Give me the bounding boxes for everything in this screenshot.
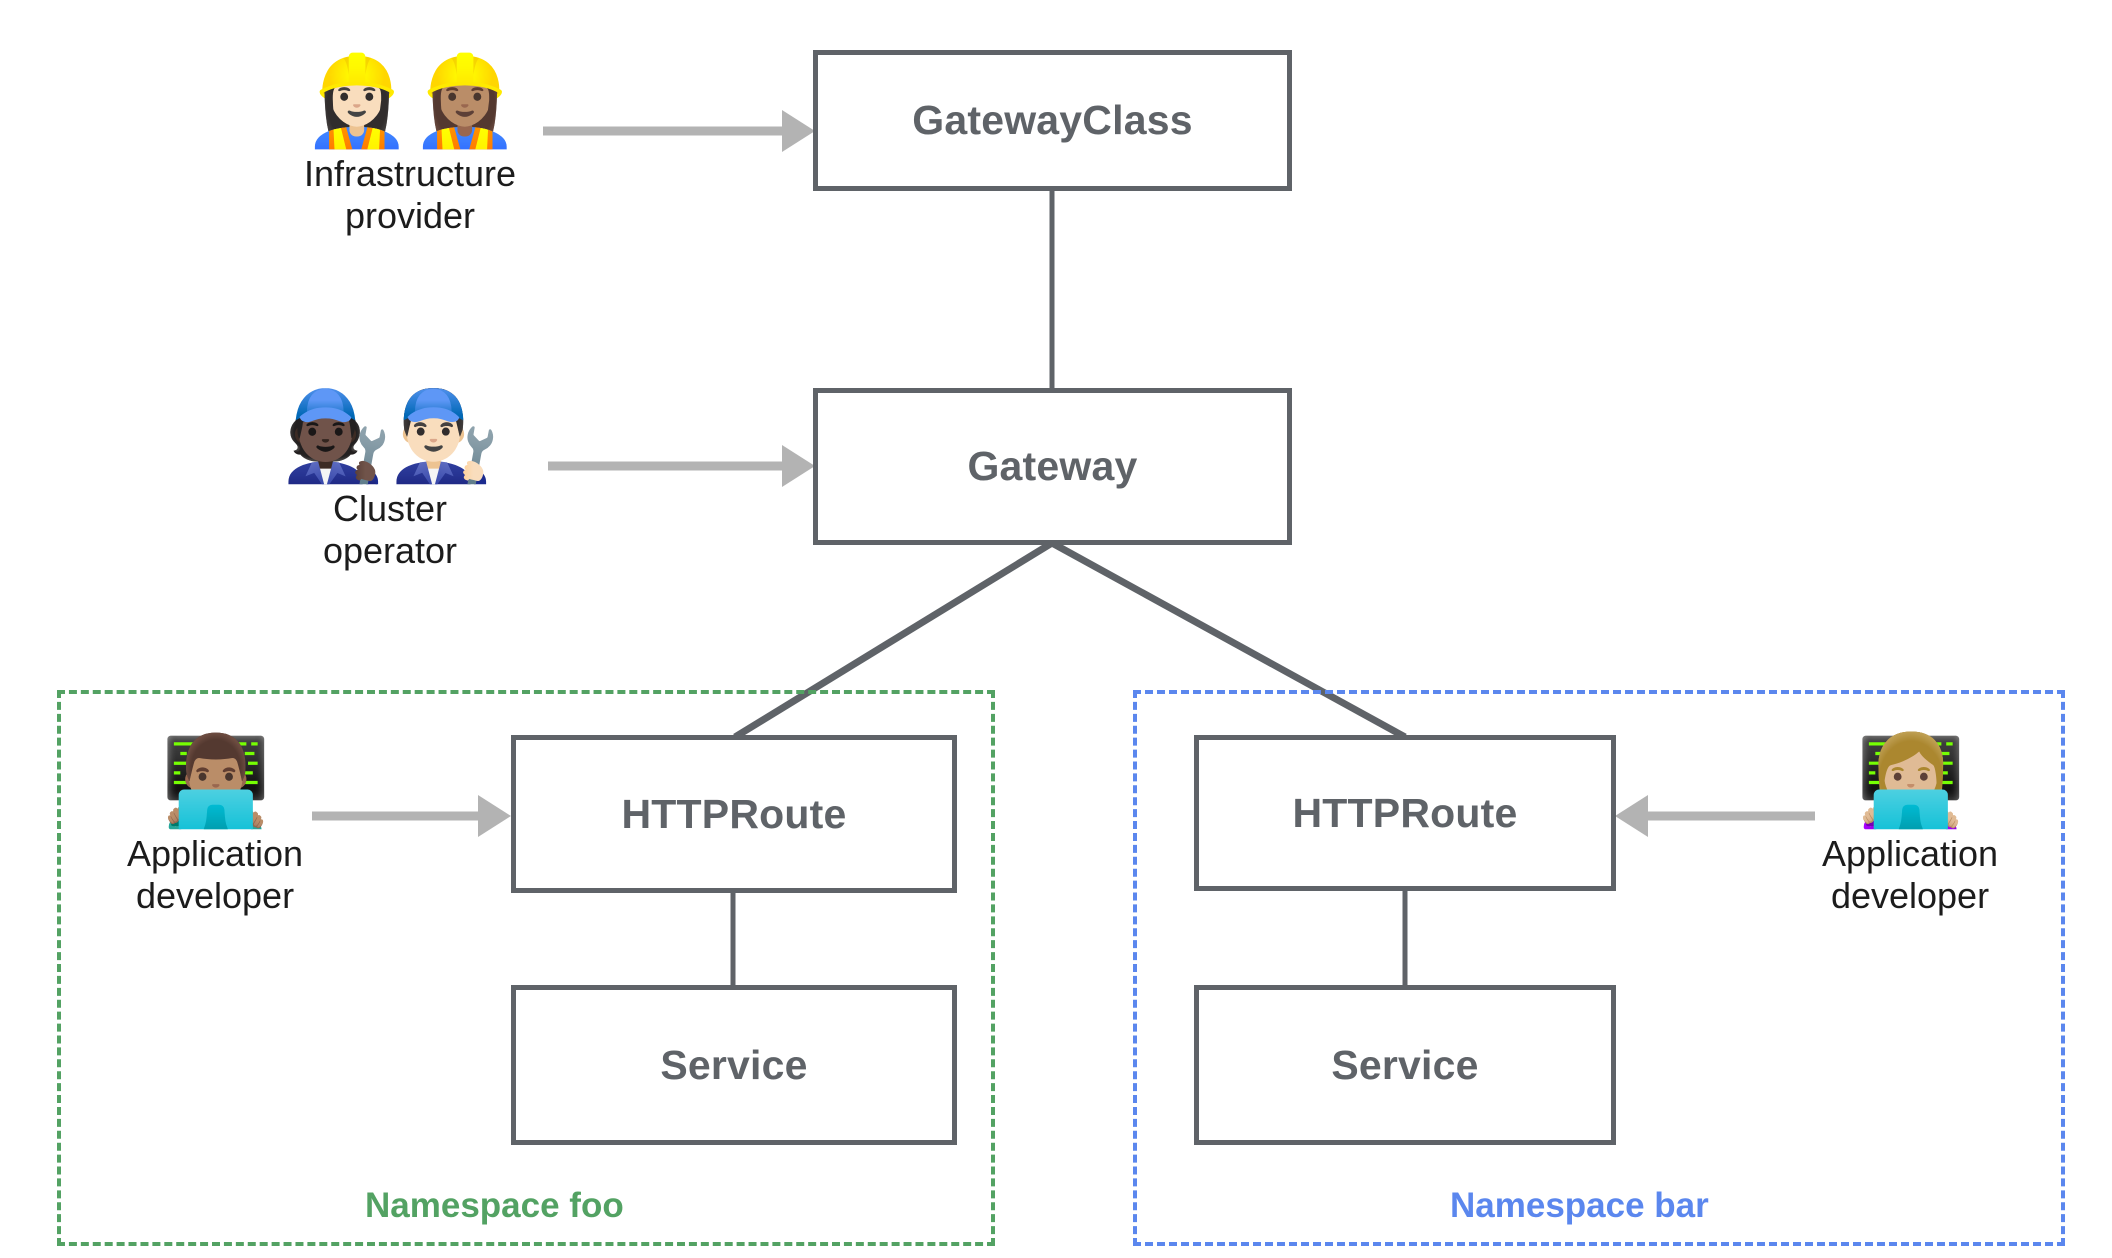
persona-application-developer-foo-label: Application developer	[126, 833, 304, 917]
woman-technologist-icon: 👩🏼‍💻	[1856, 731, 1966, 830]
persona-application-developer-bar-label: Application developer	[1821, 833, 1999, 917]
node-gatewayclass[interactable]: GatewayClass	[813, 50, 1292, 191]
node-httproute-foo-label: HTTPRoute	[621, 790, 847, 837]
persona-infrastructure-provider-label: Infrastructure provider	[303, 153, 517, 237]
persona-application-developer-foo: 👨🏽‍💻 Application developer	[105, 731, 325, 917]
node-httproute-bar[interactable]: HTTPRoute	[1194, 735, 1616, 891]
persona-cluster-operator-label: Cluster operator	[322, 488, 458, 572]
namespace-bar-label: Namespace bar	[1450, 1186, 1709, 1225]
persona-application-developer-bar: 👩🏼‍💻 Application developer	[1800, 731, 2020, 917]
persona-cluster-operator: 🧑🏿‍🔧👨🏻‍🔧 Cluster operator	[245, 386, 535, 572]
node-service-foo-label: Service	[660, 1041, 808, 1088]
namespace-foo-label: Namespace foo	[365, 1186, 624, 1225]
node-service-bar-label: Service	[1331, 1041, 1479, 1088]
mechanic-pair-icon: 🧑🏿‍🔧👨🏻‍🔧	[282, 386, 499, 485]
node-gateway-label: Gateway	[967, 443, 1138, 489]
namespace-bar-boundary	[1133, 690, 2065, 1246]
man-technologist-icon: 👨🏽‍💻	[161, 731, 271, 830]
node-service-foo[interactable]: Service	[511, 985, 957, 1145]
node-httproute-foo[interactable]: HTTPRoute	[511, 735, 957, 893]
woman-construction-worker-pair-icon: 👷🏻‍♀️👷🏽‍♀️	[302, 51, 519, 150]
namespace-foo-boundary	[57, 690, 995, 1246]
node-service-bar[interactable]: Service	[1194, 985, 1616, 1145]
arrow-cluster-operator-to-gateway	[548, 445, 815, 487]
node-httproute-bar-label: HTTPRoute	[1292, 789, 1518, 836]
node-gateway[interactable]: Gateway	[813, 388, 1292, 545]
persona-infrastructure-provider: 👷🏻‍♀️👷🏽‍♀️ Infrastructure provider	[265, 51, 555, 237]
node-gatewayclass-label: GatewayClass	[912, 97, 1193, 143]
arrow-infrastructure-provider-to-gatewayclass	[543, 110, 815, 152]
